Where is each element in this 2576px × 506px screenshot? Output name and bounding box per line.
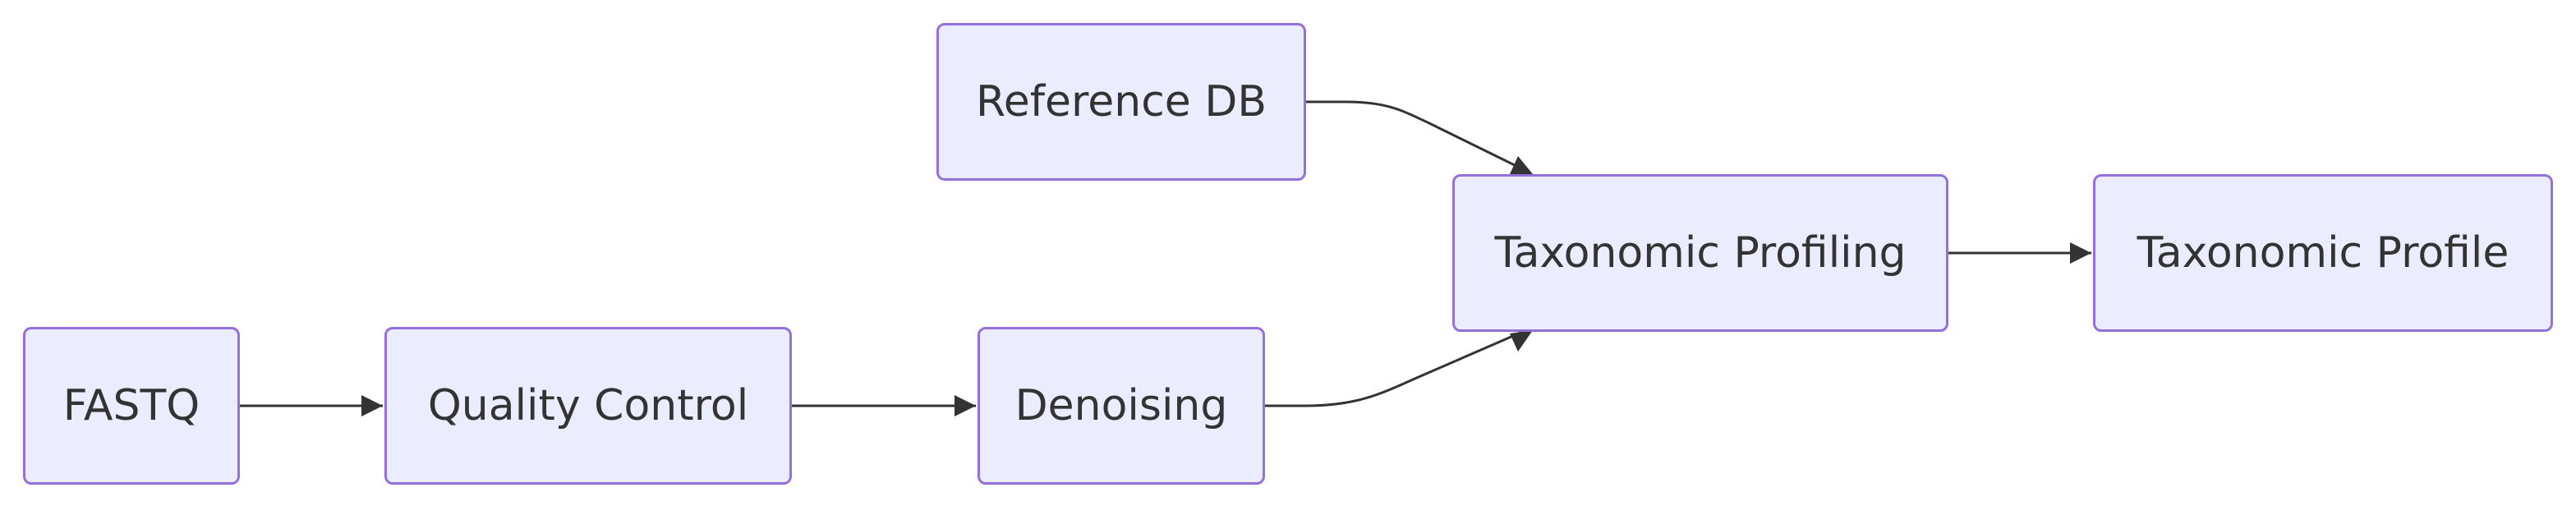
- node-fastq[interactable]: FASTQ: [23, 327, 240, 485]
- edge-reference-db-to-taxonomic-profiling: [1306, 100, 1527, 172]
- arrowhead-icon: [1510, 330, 1533, 352]
- arrowhead-icon: [1510, 156, 1533, 174]
- arrowhead-icon: [954, 395, 976, 416]
- node-quality-control[interactable]: Quality Control: [384, 327, 792, 485]
- arrowhead-icon: [361, 395, 383, 416]
- node-label: Taxonomic Profiling: [1494, 228, 1907, 278]
- node-taxonomic-profile[interactable]: Taxonomic Profile: [2093, 174, 2553, 332]
- node-taxonomic-profiling[interactable]: Taxonomic Profiling: [1452, 174, 1948, 332]
- node-label: FASTQ: [62, 381, 200, 430]
- edge-denoising-to-taxonomic-profiling: [1265, 329, 1527, 407]
- node-label: Reference DB: [975, 77, 1267, 126]
- node-label: Denoising: [1014, 381, 1228, 430]
- node-denoising[interactable]: Denoising: [978, 327, 1265, 485]
- arrowhead-icon: [2070, 242, 2091, 264]
- node-label: Taxonomic Profile: [2137, 228, 2509, 278]
- node-reference-db[interactable]: Reference DB: [936, 23, 1306, 181]
- node-label: Quality Control: [427, 381, 749, 430]
